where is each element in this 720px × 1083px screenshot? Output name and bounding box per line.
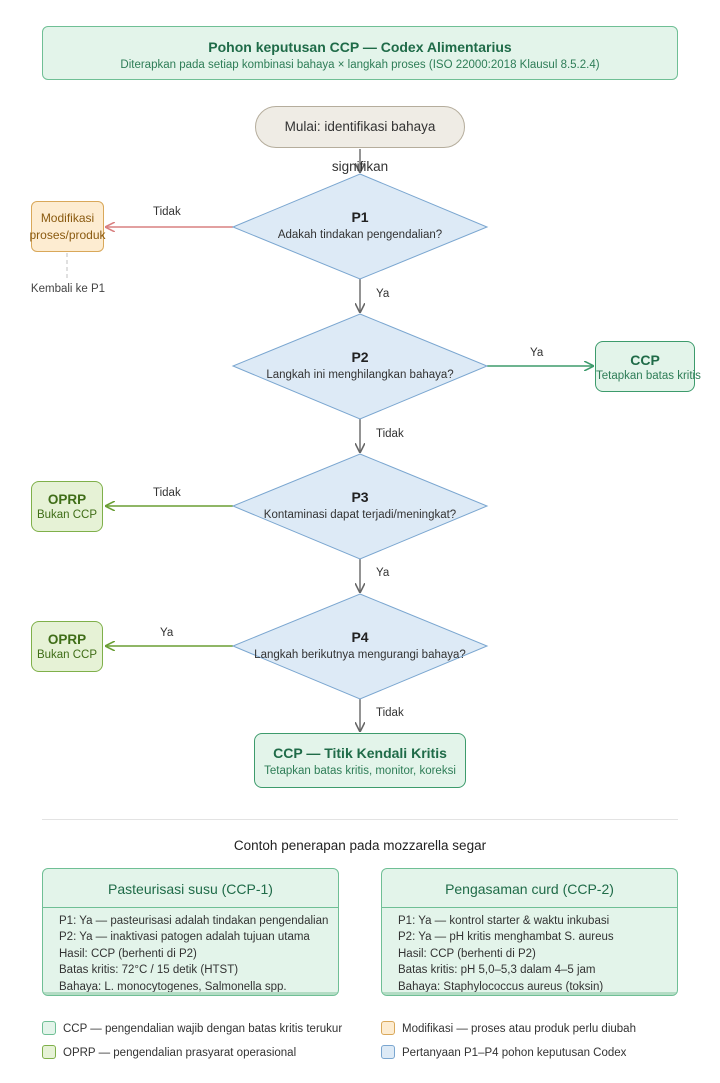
example-card-pasteurisasi: Pasteurisasi susu (CCP-1) P1: Ya — paste… xyxy=(42,868,339,996)
question-p2: P2 Langkah ini menghilangkan bahaya? xyxy=(233,349,487,381)
edge-label-p3-yes: Ya xyxy=(376,567,390,579)
card-line: Hasil: CCP (berhenti di P2) xyxy=(59,947,197,960)
question-text: Langkah berikutnya mengurangi bahaya? xyxy=(254,649,466,661)
edge-label-p3-no: Tidak xyxy=(153,487,181,499)
question-id: P1 xyxy=(351,209,369,225)
ccp-final-subtitle: Tetapkan batas kritis, monitor, koreksi xyxy=(264,765,456,777)
decision-diamond-p1 xyxy=(231,173,489,280)
decision-diamond-p3 xyxy=(231,453,489,560)
card-lines: P1: Ya — kontrol starter & waktu inkubas… xyxy=(382,908,677,995)
card-line: P1: Ya — pasteurisasi adalah tindakan pe… xyxy=(59,915,329,927)
examples-title: Contoh penerapan pada mozzarella segar xyxy=(233,838,487,853)
legend-text-ccp: CCP — pengendalian wajib dengan batas kr… xyxy=(63,1023,343,1035)
legend-swatch-question xyxy=(381,1045,395,1059)
edge-label-p2-no: Tidak xyxy=(376,428,404,440)
card-line: P2: Ya — inaktivasi patogen adalah tujua… xyxy=(59,931,310,944)
diagram-header: Pohon keputusan CCP — Codex Alimentarius… xyxy=(42,26,678,80)
oprp-p4-title: OPRP xyxy=(47,632,87,647)
section-divider xyxy=(42,819,678,820)
legend-text-oprp: OPRP — pengendalian prasyarat operasiona… xyxy=(63,1047,297,1059)
card-line: Bahaya: Staphylococcus aureus (toksin) xyxy=(398,980,604,993)
edge-label-p1-yes: Ya xyxy=(376,288,390,300)
legend-swatch-modify xyxy=(381,1021,395,1035)
card-title: Pengasaman curd (CCP-2) xyxy=(382,869,677,908)
outcome-oprp-p3-box: OPRP Bukan CCP xyxy=(31,481,103,532)
card-footer-bar xyxy=(382,992,677,995)
decision-diamond-p4 xyxy=(231,593,489,700)
edge-label-p1-no: Tidak xyxy=(153,206,181,218)
legend-swatch-oprp xyxy=(42,1045,56,1059)
card-footer-bar xyxy=(43,992,338,995)
question-id: P2 xyxy=(351,349,369,365)
outcome-ccp-p2-box: CCP Tetapkan batas kritis xyxy=(595,341,701,392)
card-line: P1: Ya — kontrol starter & waktu inkubas… xyxy=(398,915,610,927)
question-p1: P1 Adakah tindakan pengendalian? xyxy=(233,209,487,241)
question-text: Adakah tindakan pengendalian? xyxy=(277,229,443,241)
question-id: P4 xyxy=(351,629,369,645)
outcome-oprp-p4-box: OPRP Bukan CCP xyxy=(31,621,103,672)
diagram-title: Pohon keputusan CCP — Codex Alimentarius xyxy=(208,39,512,55)
example-card-pengasaman: Pengasaman curd (CCP-2) P1: Ya — kontrol… xyxy=(381,868,678,996)
oprp-p3-title: OPRP xyxy=(47,492,87,507)
oprp-p3-subtitle: Bukan CCP xyxy=(36,509,98,521)
edge-label-p4-yes: Ya xyxy=(160,627,174,639)
start-node: Mulai: identifikasi bahaya signifikan xyxy=(255,106,465,174)
back-to-p1-note: Kembali ke P1 xyxy=(30,283,106,295)
edge-label-p4-no: Tidak xyxy=(376,707,404,719)
question-text: Kontaminasi dapat terjadi/meningkat? xyxy=(263,509,457,521)
ccp-p2-subtitle: Tetapkan batas kritis xyxy=(596,370,701,382)
legend-text-modify: Modifikasi — proses atau produk perlu di… xyxy=(402,1023,636,1035)
diagram-subtitle: Diterapkan pada setiap kombinasi bahaya … xyxy=(120,59,600,71)
card-line: Bahaya: L. monocytogenes, Salmonella spp… xyxy=(59,980,287,993)
card-line: Hasil: CCP (berhenti di P2) xyxy=(398,947,536,960)
outcome-ccp-final-box: CCP — Titik Kendali Kritis Tetapkan bata… xyxy=(254,733,466,788)
legend-text-question: Pertanyaan P1–P4 pohon keputusan Codex xyxy=(402,1047,627,1059)
question-id: P3 xyxy=(351,489,369,505)
card-line: Batas kritis: pH 5,0–5,3 dalam 4–5 jam xyxy=(398,964,596,977)
edge-label-p2-yes: Ya xyxy=(530,347,544,359)
legend-swatch-ccp xyxy=(42,1021,56,1035)
modify-line-2: proses/produk xyxy=(29,228,106,242)
ccp-final-title: CCP — Titik Kendali Kritis xyxy=(273,745,447,761)
question-p4: P4 Langkah berikutnya mengurangi bahaya? xyxy=(233,629,487,661)
card-lines: P1: Ya — pasteurisasi adalah tindakan pe… xyxy=(43,908,338,995)
oprp-p4-subtitle: Bukan CCP xyxy=(36,649,98,661)
question-p3: P3 Kontaminasi dapat terjadi/meningkat? xyxy=(233,489,487,521)
modify-line-1: Modifikasi xyxy=(40,211,95,225)
flowchart-canvas xyxy=(66,149,720,800)
question-text: Langkah ini menghilangkan bahaya? xyxy=(266,369,454,381)
card-title: Pasteurisasi susu (CCP-1) xyxy=(43,869,338,908)
ccp-p2-title: CCP xyxy=(630,352,660,368)
outcome-modify-box: Modifikasi proses/produk xyxy=(29,201,106,252)
card-line: Batas kritis: 72°C / 15 detik (HTST) xyxy=(59,964,239,977)
decision-diamond-p2 xyxy=(231,313,489,420)
card-line: P2: Ya — pH kritis menghambat S. aureus xyxy=(398,931,614,944)
